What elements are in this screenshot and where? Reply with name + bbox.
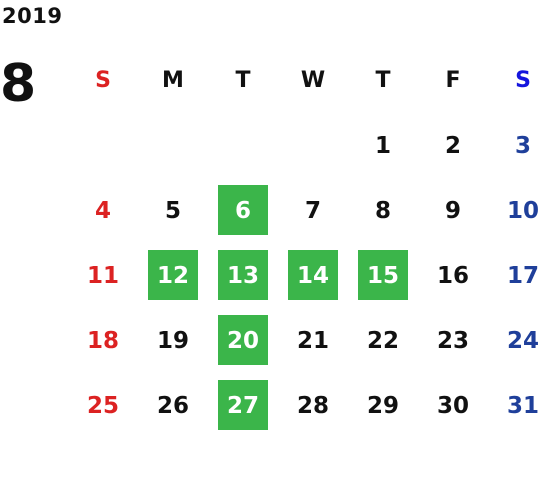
highlight-square: [288, 250, 338, 300]
day-number: 7: [304, 197, 321, 224]
day-number: 25: [86, 392, 119, 419]
day-cell[interactable]: 15: [348, 243, 418, 308]
day-cell[interactable]: 21: [278, 308, 348, 373]
day-cell[interactable]: 19: [138, 308, 208, 373]
day-number: 24: [506, 327, 539, 354]
highlight-square: [218, 315, 268, 365]
weekday-header-sun: S: [95, 68, 111, 93]
day-cell[interactable]: 30: [418, 373, 488, 438]
day-number: 11: [86, 262, 119, 289]
day-number: 8: [374, 197, 391, 224]
day-cell[interactable]: 20: [208, 308, 278, 373]
day-number: 10: [506, 197, 539, 224]
day-number: 31: [506, 392, 539, 419]
day-number: 20: [226, 327, 259, 354]
day-cell[interactable]: 31: [488, 373, 548, 438]
day-number: 27: [226, 392, 259, 419]
day-cell[interactable]: 29: [348, 373, 418, 438]
day-cell[interactable]: 6: [208, 178, 278, 243]
day-cell[interactable]: 13: [208, 243, 278, 308]
day-cell[interactable]: 17: [488, 243, 548, 308]
day-cell[interactable]: 26: [138, 373, 208, 438]
weekday-header-wed: W: [300, 68, 326, 93]
day-cell[interactable]: 25: [68, 373, 138, 438]
day-cell[interactable]: 16: [418, 243, 488, 308]
calendar-grid: S M T W T F S 1 2 3 4 5 6 7 8 9 10 11 12…: [68, 48, 548, 438]
day-number: 15: [366, 262, 399, 289]
highlight-square: [218, 380, 268, 430]
highlight-square: [148, 250, 198, 300]
day-cell[interactable]: 9: [418, 178, 488, 243]
weekday-header-sat: S: [515, 68, 531, 93]
day-number: 28: [296, 392, 329, 419]
weekday-header-thu: T: [375, 68, 391, 93]
day-cell[interactable]: [68, 113, 138, 178]
day-number: 16: [436, 262, 469, 289]
day-cell[interactable]: 8: [348, 178, 418, 243]
day-number: 30: [436, 392, 469, 419]
day-cell[interactable]: 3: [488, 113, 548, 178]
day-cell[interactable]: 23: [418, 308, 488, 373]
day-number: 4: [94, 197, 111, 224]
day-number: 17: [506, 262, 539, 289]
day-cell[interactable]: 22: [348, 308, 418, 373]
day-number: 26: [156, 392, 189, 419]
day-cell[interactable]: 4: [68, 178, 138, 243]
day-cell[interactable]: 10: [488, 178, 548, 243]
day-cell[interactable]: 12: [138, 243, 208, 308]
weekday-header-tue: T: [235, 68, 251, 93]
day-number: 22: [366, 327, 399, 354]
day-number: 12: [156, 262, 189, 289]
highlight-square: [218, 185, 268, 235]
highlight-square: [358, 250, 408, 300]
day-number: 9: [444, 197, 461, 224]
day-number: 3: [514, 132, 531, 159]
day-number: 5: [164, 197, 181, 224]
day-cell[interactable]: [208, 113, 278, 178]
day-number: 1: [374, 132, 391, 159]
day-number: 21: [296, 327, 329, 354]
month-number: 8: [0, 54, 37, 114]
day-number: 2: [444, 132, 461, 159]
day-number: 14: [296, 262, 329, 289]
day-number: 13: [226, 262, 259, 289]
day-cell[interactable]: 1: [348, 113, 418, 178]
day-cell[interactable]: 2: [418, 113, 488, 178]
weekday-header-mon: M: [162, 68, 184, 93]
day-cell[interactable]: 11: [68, 243, 138, 308]
day-cell[interactable]: 28: [278, 373, 348, 438]
day-cell[interactable]: 27: [208, 373, 278, 438]
day-cell[interactable]: [138, 113, 208, 178]
year-label: 2019: [2, 4, 63, 28]
day-cell[interactable]: [278, 113, 348, 178]
weekday-header-fri: F: [445, 68, 461, 93]
day-cell[interactable]: 14: [278, 243, 348, 308]
day-number: 18: [86, 327, 119, 354]
day-number: 19: [156, 327, 189, 354]
day-cell[interactable]: 5: [138, 178, 208, 243]
day-cell[interactable]: 24: [488, 308, 548, 373]
day-number: 29: [366, 392, 399, 419]
day-cell[interactable]: 7: [278, 178, 348, 243]
day-number: 23: [436, 327, 469, 354]
highlight-square: [218, 250, 268, 300]
day-number: 6: [234, 197, 251, 224]
day-cell[interactable]: 18: [68, 308, 138, 373]
